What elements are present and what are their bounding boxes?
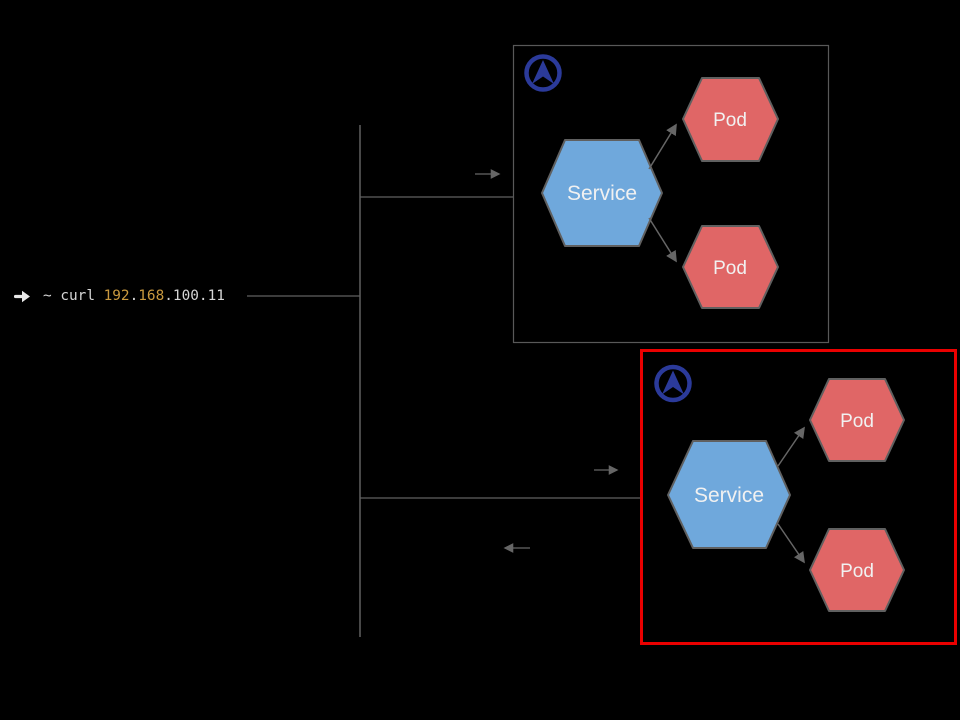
service-hexagon (541, 139, 663, 247)
service-label: Service (567, 182, 637, 205)
terminal-prompt: ~ curl 192.168.100.11 (14, 287, 225, 305)
ip-octet-2: 168 (138, 288, 165, 304)
cluster-1-box (512, 44, 830, 344)
icon-arrowhead (532, 60, 554, 84)
service-to-pod-arrow (777, 426, 805, 467)
ip-address: 192.168.100.11 (104, 287, 225, 305)
pod-label: Pod (713, 110, 747, 131)
pod-hexagon (682, 77, 779, 162)
shell-command: ~ curl (43, 288, 95, 304)
pod-hexagon (682, 225, 779, 309)
cluster-2-box (640, 349, 957, 645)
service-label: Service (694, 484, 764, 507)
pod-label: Pod (840, 411, 874, 432)
service-to-pod-arrow (648, 217, 677, 263)
navigation-arrow-icon (654, 364, 692, 403)
ip-tail: .100.11 (164, 288, 225, 304)
ip-octet-1: 192 (103, 288, 130, 304)
service-hexagon (667, 440, 791, 549)
pod-label: Pod (840, 561, 874, 582)
pod-label: Pod (713, 258, 747, 279)
service-to-pod-arrow (648, 123, 677, 170)
service-to-pod-arrow (777, 523, 805, 564)
icon-circle (524, 54, 562, 92)
icon-circle (654, 364, 692, 403)
pod-hexagon (809, 378, 905, 462)
pod-hexagon (809, 528, 905, 612)
ip-dot: . (129, 288, 139, 304)
navigation-arrow-icon (524, 54, 562, 92)
arrow-right-icon (14, 290, 31, 303)
icon-arrowhead (662, 370, 684, 395)
